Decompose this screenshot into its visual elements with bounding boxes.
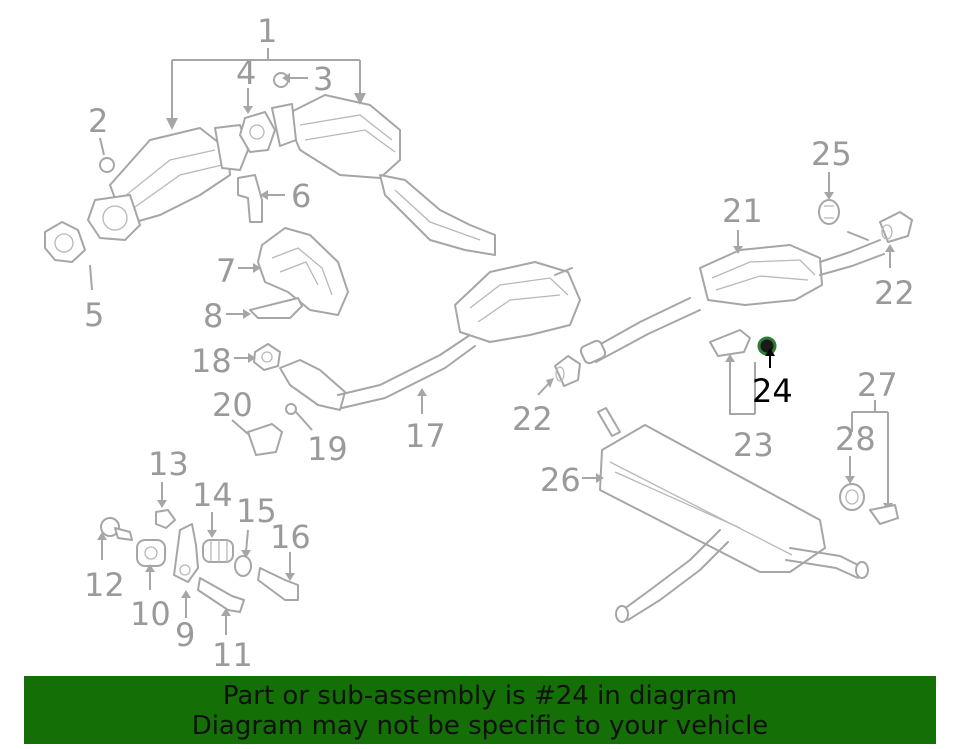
part-23-bracket: 23 [709, 329, 774, 464]
svg-text:1: 1 [257, 12, 277, 50]
part-10-insulator: 10 [130, 539, 171, 633]
banner-line-2: Diagram may not be specific to your vehi… [191, 711, 769, 741]
svg-text:5: 5 [84, 296, 104, 334]
svg-text:18: 18 [191, 342, 232, 380]
svg-text:26: 26 [540, 461, 581, 499]
part-11-bolt: 11 [197, 577, 253, 674]
part-27-hanger-assembly: 27 [851, 366, 899, 525]
svg-text:24: 24 [752, 372, 793, 410]
part-13-bolt: 13 [148, 445, 189, 529]
svg-text:20: 20 [212, 386, 253, 424]
svg-text:27: 27 [857, 366, 898, 404]
part-2-nut: 2 [88, 102, 115, 173]
part-18-gasket: 18 [191, 342, 281, 380]
svg-text:6: 6 [291, 177, 311, 215]
svg-text:13: 13 [148, 445, 189, 483]
part-22-clamp-upper: 22 [874, 211, 915, 312]
banner-line-1: Part or sub-assembly is #24 in diagram [222, 681, 738, 711]
part-25-insulator: 25 [811, 135, 852, 225]
svg-text:10: 10 [130, 595, 171, 633]
part-19-nut: 19 [285, 403, 348, 468]
svg-text:8: 8 [203, 297, 223, 335]
part-20-bracket: 20 [212, 386, 283, 456]
part-21-intermediate-pipe: 21 [579, 192, 885, 365]
part-17-front-pipe: 17 [279, 261, 581, 455]
part-15-washer: 15 [234, 492, 277, 577]
info-banner: Part or sub-assembly is #24 in diagram D… [24, 676, 936, 744]
part-26-rear-muffler: 26 [540, 407, 869, 623]
part-3-nut: 3 [273, 60, 333, 98]
part-6-bracket: 6 [237, 174, 311, 223]
svg-text:12: 12 [84, 566, 125, 604]
svg-text:16: 16 [270, 518, 311, 556]
svg-text:21: 21 [722, 192, 763, 230]
svg-text:3: 3 [313, 60, 333, 98]
svg-text:22: 22 [512, 400, 553, 438]
part-14-insulator: 14 [192, 476, 234, 563]
svg-text:17: 17 [405, 417, 446, 455]
svg-text:4: 4 [236, 54, 256, 92]
svg-text:9: 9 [175, 616, 195, 654]
svg-text:28: 28 [835, 420, 876, 458]
part-16-bolt: 16 [257, 518, 311, 601]
part-4-gasket: 4 [236, 54, 276, 153]
svg-text:15: 15 [236, 492, 277, 530]
svg-text:19: 19 [307, 430, 348, 468]
svg-text:2: 2 [88, 102, 108, 140]
svg-text:14: 14 [192, 476, 233, 514]
svg-text:7: 7 [216, 252, 236, 290]
part-8-bracket: 8 [203, 297, 303, 335]
part-24-insulator-highlighted: 24 [752, 336, 793, 410]
svg-text:22: 22 [874, 274, 915, 312]
svg-text:25: 25 [811, 135, 852, 173]
part-12-bolt: 12 [84, 517, 133, 604]
part-9-bracket: 9 [173, 523, 199, 654]
svg-text:23: 23 [733, 426, 774, 464]
part-7-heat-shield: 7 [216, 227, 349, 316]
svg-text:11: 11 [212, 636, 253, 674]
part-5-gasket: 5 [44, 221, 104, 334]
part-1-catalytic-converters: 1 [87, 12, 496, 256]
part-22-clamp-lower: 22 [512, 355, 581, 438]
part-28-insulator: 28 [835, 420, 876, 511]
